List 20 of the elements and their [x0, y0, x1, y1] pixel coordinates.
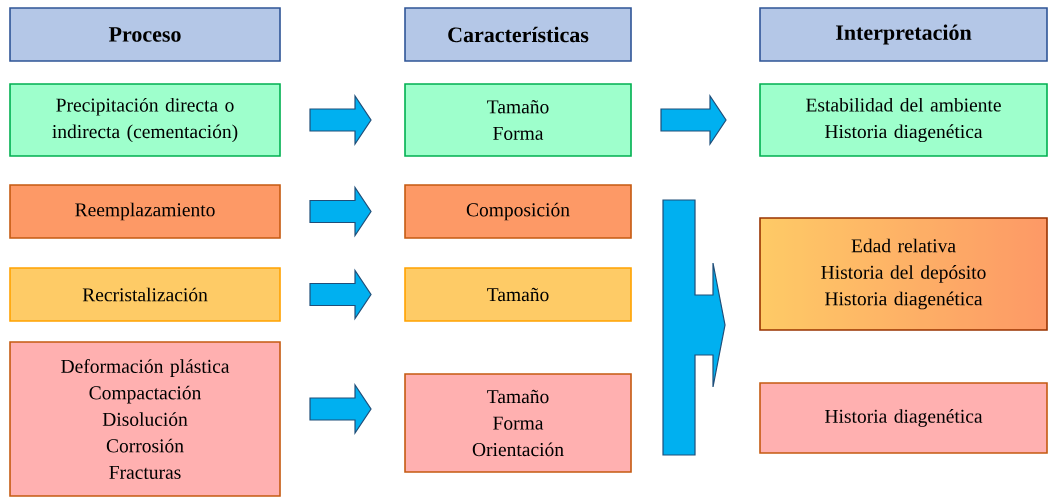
process-box: Tamaño Forma [404, 83, 632, 157]
process-box: Tamaño [404, 267, 632, 322]
block-arrow [309, 268, 372, 321]
block-arrow [309, 383, 372, 435]
process-box: Precipitación directa o indirecta (cementación) [9, 83, 281, 157]
column-header: Características [404, 7, 632, 62]
process-box: Deformación plástica Compactación Disolución Corrosión Fracturas [9, 341, 281, 497]
process-box: Historia diagenética [759, 382, 1048, 454]
process-box: Reemplazamiento [9, 184, 281, 239]
process-box: Estabilidad del ambiente Historia diagenética [759, 83, 1048, 157]
process-box: Tamaño Forma Orientación [404, 373, 632, 473]
process-box: Recristalización [9, 267, 281, 322]
block-arrow [309, 185, 372, 238]
block-arrow [309, 94, 372, 146]
block-arrow [660, 94, 727, 146]
process-box: Composición [404, 184, 632, 239]
column-header: Proceso [9, 7, 281, 62]
column-header: Interpretación [759, 7, 1048, 62]
merge-arrow [662, 199, 726, 456]
process-box: Edad relativa Historia del depósito Historia diagenética [759, 217, 1048, 331]
